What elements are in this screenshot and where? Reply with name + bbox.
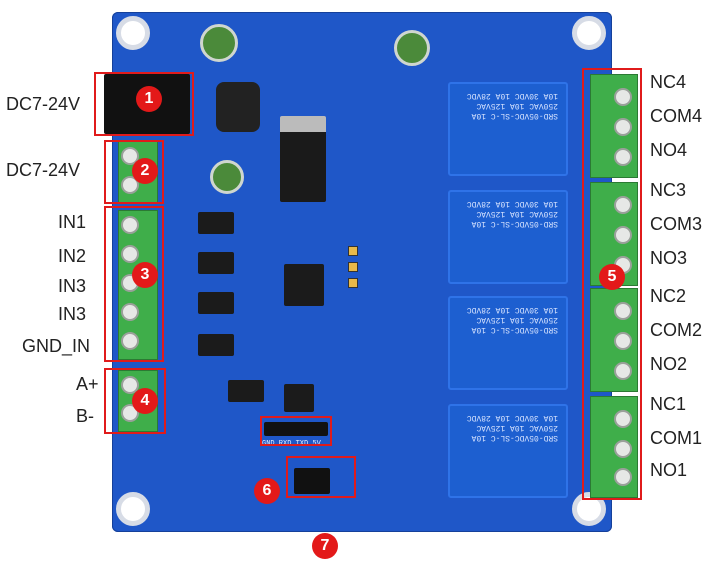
no1-label: NO1 (650, 460, 688, 480)
screw (614, 148, 632, 166)
relay: SRD-05VDC-SL-C 10A 250VAC 10A 125VAC 10A… (448, 82, 568, 176)
capacitor (394, 30, 430, 66)
optocoupler (228, 380, 264, 402)
screw (121, 332, 139, 350)
nc4-label: NC4 (650, 72, 687, 92)
no4-label: NO4 (650, 140, 688, 160)
optocoupler (198, 252, 234, 274)
marker-box-5 (582, 68, 642, 500)
screw (614, 362, 632, 380)
nc1-label: NC1 (650, 394, 687, 414)
marker-box-7 (286, 456, 356, 498)
no2-label: NO2 (650, 354, 688, 374)
nc3-label: NC3 (650, 180, 687, 200)
mounting-hole (116, 16, 150, 50)
header-pin (348, 278, 358, 288)
dc-jack-label: DC7-24V (6, 94, 81, 114)
voltage-regulator (280, 116, 326, 202)
marker-box-6 (260, 416, 332, 446)
mounting-hole (116, 492, 150, 526)
pcb-board: SRD-05VDC-SL-C 10A 250VAC 10A 125VAC 10A… (104, 12, 612, 532)
marker-badge-2: 2 (132, 158, 158, 184)
marker-badge-7: 7 (312, 533, 338, 559)
relay: SRD-05VDC-SL-C 10A 250VAC 10A 125VAC 10A… (448, 190, 568, 284)
gnd-in-label: GND_IN (22, 336, 91, 356)
header-pin (348, 262, 358, 272)
marker-badge-1: 1 (136, 86, 162, 112)
screw (614, 410, 632, 428)
marker-box-4 (104, 368, 166, 434)
serial-header (264, 422, 328, 436)
screw (121, 376, 139, 394)
screw (614, 88, 632, 106)
screw (121, 176, 139, 194)
screw (614, 118, 632, 136)
optocoupler (198, 334, 234, 356)
marker-box-2 (104, 140, 164, 204)
screw (121, 147, 139, 165)
relay: SRD-05VDC-SL-C 10A 250VAC 10A 125VAC 10A… (448, 404, 568, 498)
screw (121, 216, 139, 234)
jumper (294, 468, 330, 494)
marker-badge-6: 6 (254, 478, 280, 504)
screw (614, 468, 632, 486)
a-plus-label: A+ (76, 374, 99, 394)
screw (614, 226, 632, 244)
in3-label: IN3 (58, 276, 87, 296)
com4-label: COM4 (650, 106, 703, 126)
dc-terminal-label: DC7-24V (6, 160, 81, 180)
screw (614, 196, 632, 214)
marker-badge-3: 3 (132, 262, 158, 288)
marker-box-3 (104, 206, 164, 362)
microcontroller-chip (284, 264, 324, 306)
in2-label: IN2 (58, 246, 87, 266)
header-pin (348, 246, 358, 256)
rs485-chip (284, 384, 314, 412)
optocoupler (198, 212, 234, 234)
screw (121, 245, 139, 263)
com1-label: COM1 (650, 428, 703, 448)
in3-label-second: IN3 (58, 304, 87, 324)
optocoupler (198, 292, 234, 314)
in1-label: IN1 (58, 212, 87, 232)
capacitor (200, 24, 238, 62)
screw (614, 440, 632, 458)
nc2-label: NC2 (650, 286, 687, 306)
marker-badge-5: 5 (599, 264, 625, 290)
b-minus-label: B- (76, 406, 94, 426)
marker-badge-4: 4 (132, 388, 158, 414)
screw (614, 332, 632, 350)
screw (121, 303, 139, 321)
mounting-hole (572, 16, 606, 50)
no3-label: NO3 (650, 248, 688, 268)
capacitor (210, 160, 244, 194)
screw (614, 302, 632, 320)
com2-label: COM2 (650, 320, 703, 340)
inductor (216, 82, 260, 132)
marker-box-1 (94, 72, 194, 136)
relay: SRD-05VDC-SL-C 10A 250VAC 10A 125VAC 10A… (448, 296, 568, 390)
com3-label: COM3 (650, 214, 703, 234)
